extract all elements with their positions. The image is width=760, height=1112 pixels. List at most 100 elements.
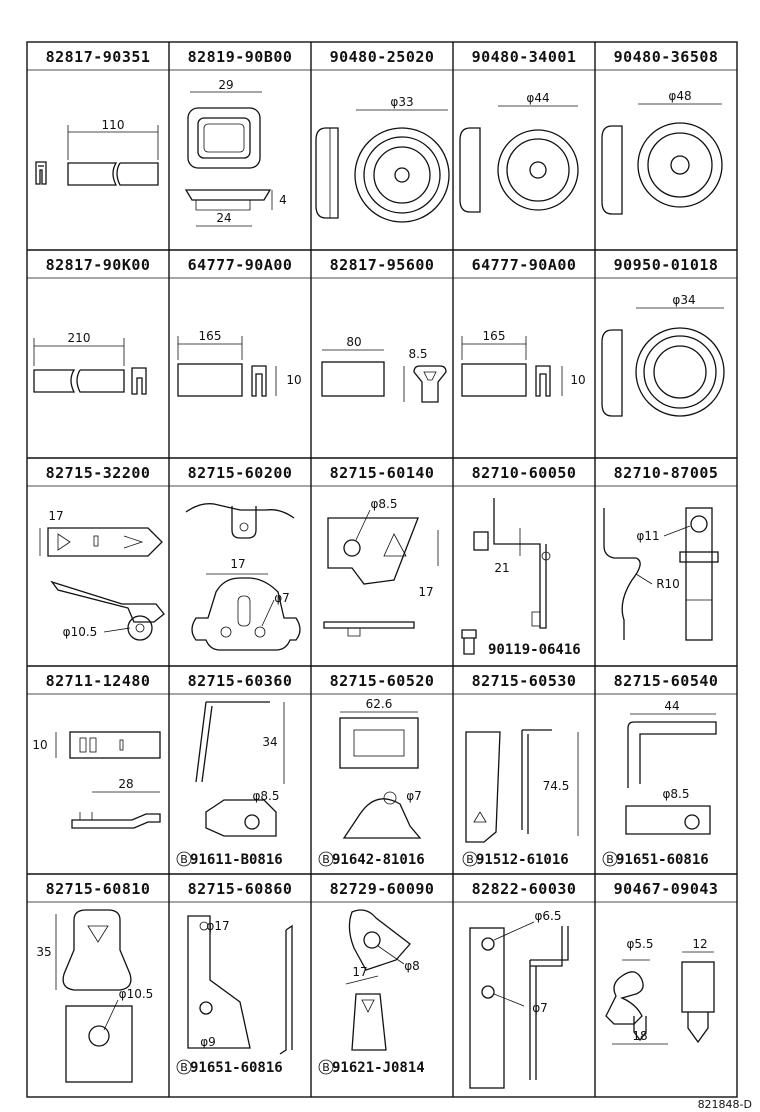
dimension-label: 4 <box>279 193 287 207</box>
dimension-label: 17 <box>352 965 367 979</box>
dimension-label: φ8.5 <box>663 787 690 801</box>
dimension-label: φ33 <box>390 95 413 109</box>
dimension-label: φ7 <box>274 591 290 605</box>
part-number: 90950-01018 <box>614 256 719 274</box>
part-drawing-weatherstrip: 165 10 <box>177 329 302 397</box>
part-drawing-hole-plug: φ33 <box>315 95 450 223</box>
dimension-label: φ10.5 <box>119 987 154 1001</box>
part-number: 82715-60530 <box>472 672 577 690</box>
part-drawing-weatherstrip: 165 10 <box>461 329 586 397</box>
dimension-label: 8.5 <box>408 347 427 361</box>
part-number: 82715-60140 <box>330 464 435 482</box>
part-drawing-hanger: 35 φ10.5 <box>36 909 154 1083</box>
part-drawing-clamp: 17 φ10.5 <box>39 509 165 641</box>
dimension-label: 29 <box>218 78 233 92</box>
dimension-label: φ34 <box>672 293 695 307</box>
dimension-label: 10 <box>570 373 585 387</box>
part-number: 82715-60540 <box>614 672 719 690</box>
part-number: 82819-90B00 <box>188 48 293 66</box>
part-drawing-stay: φ6.5 φ7 <box>469 909 569 1089</box>
part-number: 82715-60360 <box>188 672 293 690</box>
fastener-marker: B <box>606 853 614 866</box>
dimension-label: φ17 <box>206 919 229 933</box>
dimension-label: 17 <box>230 557 245 571</box>
dimension-label: φ9 <box>200 1035 216 1049</box>
part-number: 82711-12480 <box>46 672 151 690</box>
dimension-label: 44 <box>664 699 679 713</box>
part-number: 82817-90K00 <box>46 256 151 274</box>
dimension-label: 110 <box>102 118 125 132</box>
dimension-label: 17 <box>48 509 63 523</box>
fastener-number: 91611-B0816 <box>190 852 283 868</box>
dimension-label: 80 <box>346 335 361 349</box>
part-number: 82710-87005 <box>614 464 719 482</box>
dimension-label: 165 <box>199 329 222 343</box>
dimension-label: φ11 <box>636 529 659 543</box>
part-number: 82715-32200 <box>46 464 151 482</box>
part-drawing-hole-plug: φ44 <box>459 91 579 213</box>
fastener-marker: B <box>180 853 188 866</box>
dimension-label: 62.6 <box>366 697 393 711</box>
part-drawing-clip: φ11 R10 <box>603 507 719 641</box>
part-number: 82715-60200 <box>188 464 293 482</box>
part-drawing-band-clamp: 10 28 <box>32 731 161 829</box>
part-drawing-hole-plug: φ48 <box>601 89 723 215</box>
fastener-number: 91512-61016 <box>476 852 569 868</box>
dimension-label: 28 <box>118 777 133 791</box>
dimension-label: φ44 <box>526 91 549 105</box>
fastener-number: 91642-81016 <box>332 852 425 868</box>
dimension-label: φ7 <box>532 1001 548 1015</box>
part-drawing-bracket: 34 φ8.5 91611-B0816 B <box>176 701 285 868</box>
part-drawing-hook-bracket: φ8 17 91621-J0814 B <box>318 909 425 1076</box>
dimension-label: 10 <box>32 738 47 752</box>
part-number: 90467-09043 <box>614 880 719 898</box>
dimension-label: 12 <box>692 937 707 951</box>
dimension-label: 34 <box>262 735 277 749</box>
part-number: 82710-60050 <box>472 464 577 482</box>
part-drawing-trim-strip: 210 <box>33 331 147 395</box>
part-number: 82822-60030 <box>472 880 577 898</box>
fastener-number: 91621-J0814 <box>332 1060 425 1076</box>
part-drawing-bracket: φ17 φ9 91651-60816 B <box>176 915 293 1076</box>
dimension-label: φ8 <box>404 959 420 973</box>
part-drawing-clip: φ5.5 12 18 <box>605 937 715 1045</box>
dimension-label: 24 <box>216 211 231 225</box>
dimension-label: φ5.5 <box>627 937 654 951</box>
part-number: 82817-90351 <box>46 48 151 66</box>
part-number: 82729-60090 <box>330 880 435 898</box>
dimension-label: 165 <box>483 329 506 343</box>
part-drawing-bracket: 17 φ7 <box>185 503 301 651</box>
part-drawing-bracket: 44 φ8.5 91651-60816 B <box>602 699 717 868</box>
fastener-marker: B <box>180 1061 188 1074</box>
part-number: 82715-60860 <box>188 880 293 898</box>
part-number: 82715-60520 <box>330 672 435 690</box>
grid-lines <box>26 41 738 1098</box>
dimension-label: 74.5 <box>543 779 570 793</box>
part-number: 64777-90A00 <box>472 256 577 274</box>
dimension-label: 10 <box>286 373 301 387</box>
part-number: 64777-90A00 <box>188 256 293 274</box>
part-number: 90480-36508 <box>614 48 719 66</box>
dimension-label: φ8.5 <box>253 789 280 803</box>
part-number-headers: 82817-90351 82819-90B00 90480-25020 9048… <box>46 48 719 898</box>
dimension-label: φ8.5 <box>371 497 398 511</box>
part-drawing-bracket: φ8.5 17 <box>323 497 439 637</box>
part-drawing-trim-strip: 110 <box>35 118 159 186</box>
dimension-label: 17 <box>418 585 433 599</box>
dimension-label: 21 <box>494 561 509 575</box>
fastener-number: 90119-06416 <box>488 642 581 658</box>
fastener-marker: B <box>322 1061 330 1074</box>
part-number: 82715-60810 <box>46 880 151 898</box>
part-drawing-hole-plug: φ34 <box>601 293 725 417</box>
part-number: 90480-34001 <box>472 48 577 66</box>
dimension-label: 35 <box>36 945 51 959</box>
dimension-label: φ10.5 <box>63 625 98 639</box>
part-drawing-seal-clip: 80 8.5 <box>321 335 447 403</box>
part-drawing-grommet-clip: 29 24 4 <box>184 78 287 227</box>
dimension-label: φ48 <box>668 89 691 103</box>
part-drawing-bracket: 74.5 91512-61016 B <box>462 729 579 868</box>
fastener-number: 91651-60816 <box>616 852 709 868</box>
fastener-marker: B <box>322 853 330 866</box>
fastener-number: 91651-60816 <box>190 1060 283 1076</box>
